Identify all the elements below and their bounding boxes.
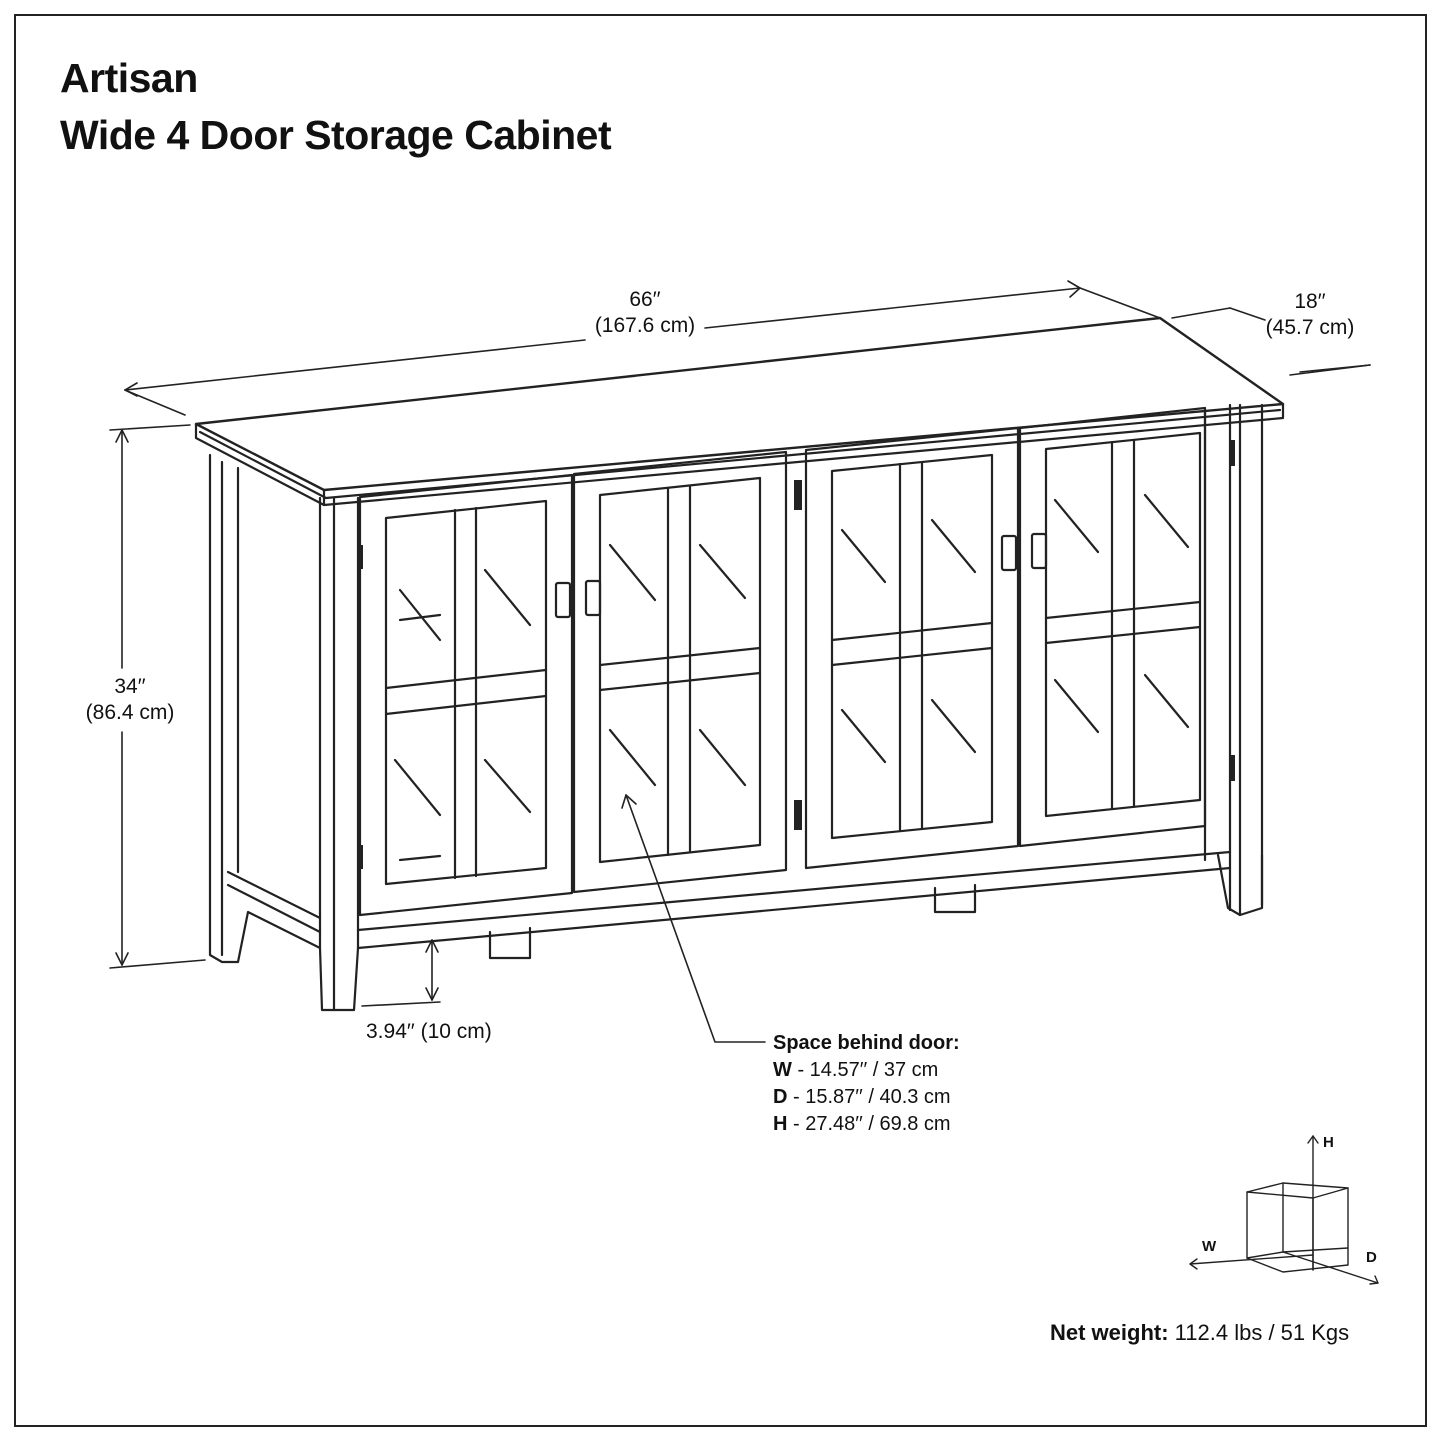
door-2 <box>572 450 788 894</box>
space-leader-line <box>621 794 766 1043</box>
door-4 <box>1018 406 1207 848</box>
height-inches-label: 34′′ <box>114 675 146 698</box>
height-cm-label: (86.4 cm) <box>85 701 175 724</box>
cabinet-side <box>208 453 360 1012</box>
net-weight-label: Net weight: <box>1050 1320 1169 1345</box>
space-heading: Space behind door: <box>773 1032 960 1054</box>
leg-height-dimension-line <box>361 939 441 1007</box>
border-frame <box>14 14 1427 1427</box>
cabinet-top <box>194 316 1285 507</box>
space-depth-row: D - 15.87′′ / 40.3 cm <box>773 1084 960 1111</box>
net-weight-value: 112.4 lbs / 51 Kgs <box>1168 1320 1350 1345</box>
axis-w-label: W <box>1202 1238 1217 1255</box>
axis-legend-cube <box>1189 1135 1379 1285</box>
space-width-row: W - 14.57′′ / 37 cm <box>773 1057 960 1084</box>
space-height-value: - 27.48′′ / 69.8 cm <box>787 1113 951 1135</box>
height-dimension-line <box>109 424 206 969</box>
axis-h-label: H <box>1323 1134 1334 1151</box>
width-inches-label: 66′′ <box>629 288 661 311</box>
width-cm-label: (167.6 cm) <box>594 314 696 337</box>
width-dimension-line <box>124 280 1161 416</box>
door-hinges <box>358 440 1235 869</box>
door-1 <box>358 473 574 917</box>
space-width-value: - 14.57′′ / 37 cm <box>791 1059 939 1081</box>
net-weight: Net weight: 112.4 lbs / 51 Kgs <box>1050 1320 1349 1346</box>
space-width-key: W <box>773 1059 792 1081</box>
door-handles <box>554 532 1048 619</box>
door-3 <box>804 426 1020 870</box>
space-behind-door-block: Space behind door: W - 14.57′′ / 37 cm D… <box>773 1030 960 1138</box>
product-line-title: Artisan <box>60 55 198 101</box>
space-depth-key: D <box>773 1086 788 1108</box>
depth-inches-label: 18′′ <box>1294 290 1326 313</box>
space-depth-value: - 15.87′′ / 40.3 cm <box>787 1086 951 1108</box>
leg-height-label: 3.94′′ (10 cm) <box>366 1020 492 1043</box>
rear-legs <box>488 883 977 960</box>
space-height-row: H - 27.48′′ / 69.8 cm <box>773 1111 960 1138</box>
depth-dimension-line <box>1171 307 1371 376</box>
space-height-key: H <box>773 1113 788 1135</box>
product-name-title: Wide 4 Door Storage Cabinet <box>60 112 612 158</box>
axis-d-label: D <box>1366 1249 1377 1266</box>
depth-cm-label: (45.7 cm) <box>1265 316 1355 339</box>
